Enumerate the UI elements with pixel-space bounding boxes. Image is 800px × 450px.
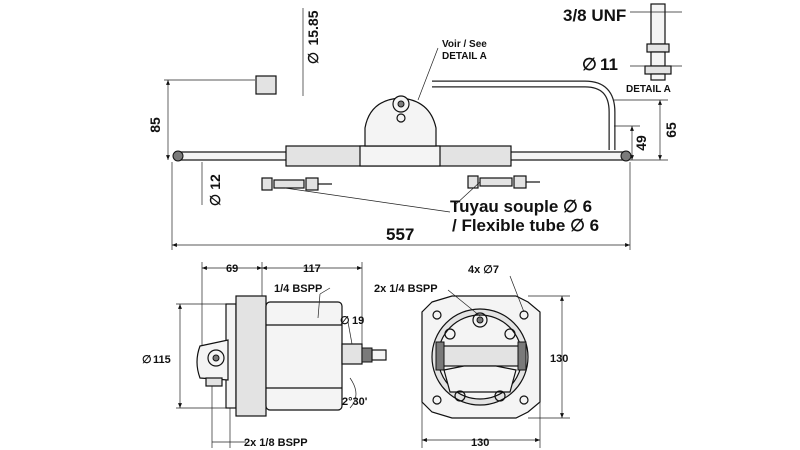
side-lug xyxy=(196,339,229,381)
angle-text: 2°30' xyxy=(342,396,368,408)
left-tube-bend xyxy=(181,83,300,150)
right-tube-bend-inner xyxy=(432,81,615,150)
side-shaft-nut xyxy=(361,347,373,363)
front-bolt-bl xyxy=(454,390,466,402)
dim-115-diameter-icon: ∅ xyxy=(142,354,152,366)
front-holes-diameter: 7 xyxy=(493,264,499,276)
dim-15-85-diameter-icon: ∅ xyxy=(305,52,321,64)
tube-label-fr-value: 6 xyxy=(583,197,592,216)
front-bolt-right xyxy=(504,328,516,340)
detail-leader xyxy=(417,47,439,101)
side-shaft-end xyxy=(371,349,387,361)
dim-49-text: 49 xyxy=(633,135,649,151)
port-bottom-label: 2x 1/8 BSPP xyxy=(244,437,308,449)
mount-hole-br xyxy=(519,395,529,405)
front-port-top xyxy=(472,312,488,328)
top-view: 557 85 49 65 15.85 ∅ 12 ∅ Voir / See DET… xyxy=(147,8,679,250)
side-housing xyxy=(265,301,343,411)
front-bolt-left xyxy=(444,328,456,340)
front-piston-right xyxy=(517,341,527,371)
front-ports-leader xyxy=(447,289,481,317)
side-lug-hole xyxy=(207,349,225,367)
left-tube-end xyxy=(172,150,184,162)
left-connector xyxy=(261,177,332,191)
pump-center-block xyxy=(359,145,441,167)
front-piston-left xyxy=(435,341,445,371)
side-shaft xyxy=(341,343,363,365)
tube-leader-2 xyxy=(454,181,481,206)
front-housing xyxy=(443,365,517,393)
dim-69-text: 69 xyxy=(226,263,238,275)
mount-hole-tr xyxy=(519,310,529,320)
front-dim-width-text: 130 xyxy=(471,437,489,449)
top-fitting-ring xyxy=(396,113,406,123)
detail-a-nut-top xyxy=(646,43,670,53)
front-holes-label: 4x ∅7 xyxy=(468,264,499,276)
detail-note-line2: DETAIL A xyxy=(442,51,487,62)
detail-a: 3/8 UNF ∅ 11 DETAIL A xyxy=(563,3,682,95)
dim-117-text: 117 xyxy=(303,263,321,275)
detail-a-base xyxy=(650,73,666,81)
port-top-label: 1/4 BSPP xyxy=(274,283,322,295)
side-lug-hole-core xyxy=(212,354,220,362)
mount-hole-tl xyxy=(432,310,442,320)
right-connector xyxy=(467,175,540,189)
detail-a-stem xyxy=(650,3,666,45)
front-ports-label: 2x 1/4 BSPP xyxy=(374,283,438,295)
dim-12-diameter-icon: ∅ xyxy=(207,194,223,206)
detail-a-thread-label: 3/8 UNF xyxy=(563,6,626,25)
side-lug-foot xyxy=(205,377,223,387)
tube-label-line1: Tuyau souple ∅ 6 xyxy=(450,197,592,216)
detail-note-line1: Voir / See xyxy=(442,39,487,50)
dim-115-text: 115 xyxy=(153,354,171,366)
dim-15-85-text: 15.85 xyxy=(305,10,321,45)
tube-nut xyxy=(255,75,277,95)
detail-a-nut-bottom xyxy=(644,65,672,75)
angle-minutes: 30' xyxy=(353,396,368,408)
tube-label-line2: / Flexible tube ∅ 6 xyxy=(452,216,599,235)
front-view: 2x 1/4 BSPP 4x ∅7 130 130 xyxy=(374,264,570,449)
side-view: 69 117 ∅ 115 1/4 BSPP ∅ 19 2°30' 2x 1/8 … xyxy=(142,262,387,449)
angle-arc xyxy=(349,377,357,409)
front-bolt-br xyxy=(494,390,506,402)
front-cylinder xyxy=(439,345,523,367)
dim-11-text: 11 xyxy=(600,55,618,74)
degree-icon: ° xyxy=(348,396,352,408)
front-dim-height-text: 130 xyxy=(550,353,568,365)
diameter-icon: ∅ xyxy=(480,264,493,276)
port-top-leader xyxy=(319,287,331,295)
angle-degrees: 2 xyxy=(342,396,348,408)
tube-leader-1 xyxy=(284,187,451,213)
dim-12-text: 12 xyxy=(207,174,223,190)
left-tube-bend-inner xyxy=(179,81,300,150)
front-holes-leader xyxy=(509,275,525,313)
tube-label-en-value: 6 xyxy=(590,216,599,235)
right-tube-bend xyxy=(432,80,616,150)
dim-85-text: 85 xyxy=(147,117,163,133)
front-holes-count: 4x xyxy=(468,264,481,276)
front-port-top-core xyxy=(476,316,484,324)
right-tube-end xyxy=(620,150,632,162)
dim-19-leader xyxy=(347,321,353,345)
dim-19-diameter-icon: ∅ xyxy=(340,315,350,327)
tube-label-en: / Flexible tube xyxy=(452,216,565,235)
detail-a-thread xyxy=(650,51,666,67)
mount-hole-bl xyxy=(432,395,442,405)
diameter-icon: ∅ xyxy=(558,197,582,216)
detail-a-label: DETAIL A xyxy=(626,84,671,95)
dim-65-text: 65 xyxy=(663,122,679,138)
detail-a-diameter-icon: ∅ xyxy=(582,55,597,74)
side-plate xyxy=(235,295,267,417)
dim-557-text: 557 xyxy=(386,225,414,244)
diameter-icon: ∅ xyxy=(565,216,589,235)
top-fitting-core xyxy=(397,100,405,108)
dim-19-text: 19 xyxy=(352,315,364,327)
tube-label-fr: Tuyau souple xyxy=(450,197,558,216)
